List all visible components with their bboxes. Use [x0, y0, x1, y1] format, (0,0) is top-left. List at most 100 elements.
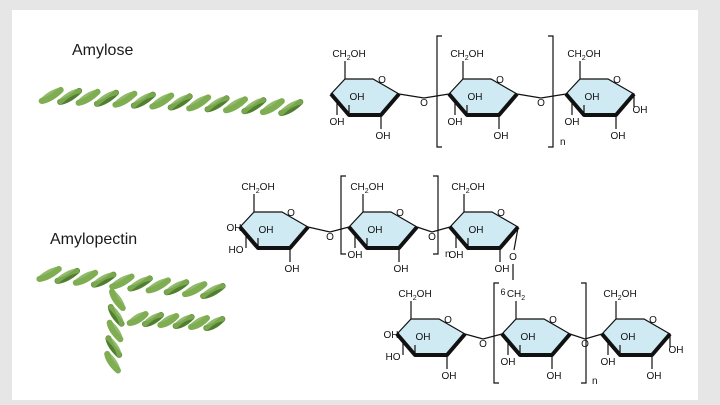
repeat-bracket-right: [433, 175, 439, 255]
ring-oxygen: O: [549, 315, 557, 326]
c4-ho-label: HO: [229, 245, 244, 256]
ring-oxygen: O: [613, 75, 621, 86]
ring-body: [348, 211, 418, 249]
helix-turn-back: [131, 92, 156, 109]
glucose-ring: O CH2OH OH OH: [500, 289, 572, 382]
helix-turn-back: [182, 281, 207, 297]
ring-oxygen: O: [649, 315, 657, 326]
c2-oh-label: OH: [494, 131, 509, 142]
ring-front-edge: [395, 332, 467, 357]
glycosidic-bond: [398, 93, 450, 99]
branch-bond: [513, 227, 519, 251]
helix-turn-back: [108, 304, 125, 327]
glycosidic-oxygen: O: [420, 98, 428, 109]
c4-oh-label: OH: [227, 223, 242, 234]
helix-turn-back: [109, 289, 126, 311]
repeat-bracket-right: [548, 35, 554, 148]
branch-oxygen: O: [509, 252, 517, 263]
helix-turn-back: [127, 311, 149, 326]
c4-oh-label: OH: [348, 250, 363, 261]
ring-oxygen: O: [496, 75, 504, 86]
c2-oh-label: OH: [611, 131, 626, 142]
ch2-label: CH2: [507, 289, 525, 302]
c3-oh-label: OH: [521, 332, 536, 343]
helix-turn-back: [260, 98, 285, 115]
c6-position-label: 6: [500, 287, 505, 297]
c3-oh-label: OH: [416, 332, 431, 343]
helix-turn-back: [203, 316, 225, 331]
ring-front-edge: [329, 92, 401, 117]
helix-turn-back: [104, 351, 121, 373]
helix-turn-back: [105, 335, 122, 358]
c4-ho-label: HO: [386, 352, 401, 363]
helix-turn-back: [200, 283, 226, 299]
c1-oh-label: OH: [633, 105, 648, 116]
c2-oh-label: OH: [547, 371, 562, 382]
helix-turn-back: [112, 91, 137, 108]
glycosidic-bond: [516, 93, 567, 99]
helix-turn-back: [241, 97, 266, 114]
helix-turn-back: [127, 275, 153, 291]
helix-turn-back: [73, 270, 98, 286]
ring-front-edge: [448, 225, 520, 250]
glycosidic-bond: [307, 226, 350, 233]
ring-front-edge: [347, 225, 419, 250]
ring-oxygen: O: [287, 208, 295, 219]
repeat-bracket-left: [493, 282, 499, 384]
ring-body: [239, 211, 309, 249]
helix-turn-back: [39, 87, 64, 104]
c3-oh-label: OH: [468, 92, 483, 103]
c2-oh-label: OH: [647, 371, 662, 382]
ring-front-edge: [600, 332, 672, 357]
c2-oh-label: OH: [376, 131, 391, 142]
c2-oh-label: OH: [495, 264, 510, 275]
helix-illustrations: [36, 86, 304, 374]
ring-front-edge: [238, 225, 310, 250]
c4-oh-label: OH: [501, 357, 516, 368]
amylopectin-side-helix: [126, 311, 226, 331]
helix-turn-back: [186, 94, 211, 111]
glycosidic-bond: [569, 333, 603, 340]
amylose-title: Amylose: [72, 42, 134, 59]
ch2oh-label: CH2OH: [567, 49, 600, 62]
ring-front-edge: [564, 92, 636, 117]
c4-oh-label: OH: [448, 117, 463, 128]
ring-body: [396, 318, 466, 356]
repeat-n: n: [560, 137, 566, 148]
repeat-n: n: [445, 249, 451, 260]
ring-body: [449, 211, 519, 249]
ring-body: [330, 78, 400, 116]
amylopectin-branch-helix: [104, 288, 126, 374]
ring-body: [501, 318, 571, 356]
helix-turn-back: [55, 268, 80, 284]
ring-body: [448, 78, 518, 116]
repeat-bracket-left: [340, 175, 346, 255]
glycosidic-oxygen: O: [537, 98, 545, 109]
glycosidic-oxygen: O: [479, 339, 487, 350]
amylopectin-title: Amylopectin: [50, 231, 138, 248]
glycosidic-oxygen: O: [326, 232, 334, 243]
ring-oxygen: O: [378, 75, 386, 86]
content-panel: [12, 10, 698, 400]
helix-turn-back: [107, 320, 123, 342]
repeat-bracket-right: [581, 282, 587, 384]
ch2oh-label: CH2OH: [332, 49, 365, 62]
helix-turn-back: [36, 266, 62, 282]
glycosidic-oxygen: O: [581, 339, 589, 350]
glycosidic-oxygen: O: [428, 232, 436, 243]
c3-oh-label: OH: [368, 225, 383, 236]
helix-turn-back: [142, 312, 164, 327]
glycosidic-bond: [416, 226, 451, 233]
ch2oh-label: CH2OH: [350, 182, 383, 195]
helix-turn-back: [223, 96, 248, 113]
helix-turn-back: [157, 313, 179, 328]
c3-oh-label: OH: [585, 92, 600, 103]
c3-oh-label: OH: [350, 92, 365, 103]
c4-oh-label: OH: [384, 330, 399, 341]
